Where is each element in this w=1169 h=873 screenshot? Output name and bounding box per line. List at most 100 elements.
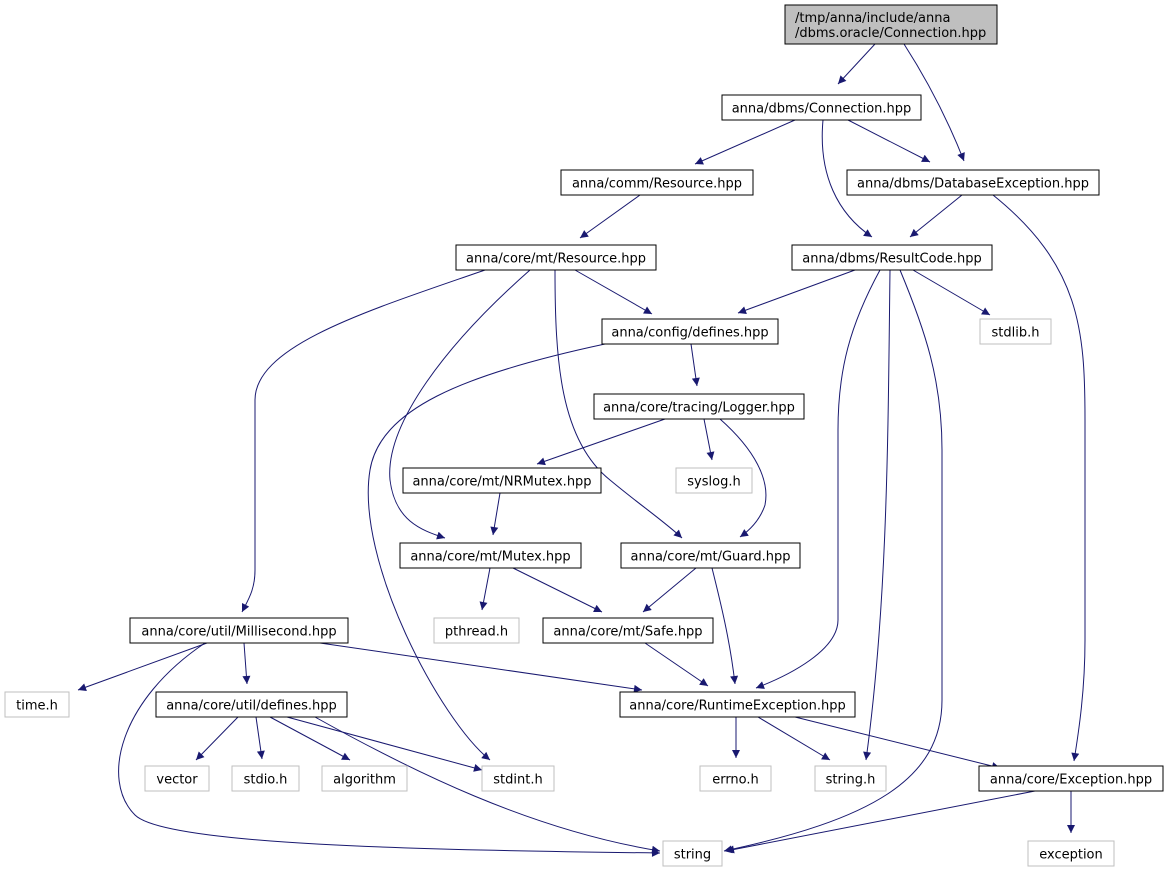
node-label: pthread.h bbox=[445, 625, 508, 640]
node-box bbox=[846, 169, 1100, 196]
node-util-defines[interactable]: anna/core/util/defines.hpp bbox=[155, 691, 348, 718]
node-pthread-h: pthread.h bbox=[433, 617, 520, 644]
node-label: anna/core/mt/NRMutex.hpp bbox=[412, 475, 591, 490]
edge-mt_mutex-to-pthread_h bbox=[479, 567, 491, 611]
edge-dbms_connection-to-dbms_dbexception bbox=[847, 119, 931, 163]
node-box bbox=[978, 765, 1164, 792]
node-box bbox=[699, 765, 772, 792]
edge-mt_resource-to-config_defines bbox=[574, 269, 653, 315]
edge-util_defines-to-algorithm bbox=[269, 716, 351, 761]
node-label: anna/dbms/ResultCode.hpp bbox=[802, 252, 981, 267]
node-box bbox=[402, 467, 602, 494]
edge-root-to-dbms_dbexception bbox=[903, 43, 965, 162]
node-label: anna/core/mt/Guard.hpp bbox=[631, 550, 791, 565]
edge-dbms_dbexception-to-dbms_resultcode bbox=[909, 194, 963, 238]
node-label: anna/core/mt/Mutex.hpp bbox=[410, 550, 570, 565]
node-label: stdint.h bbox=[493, 773, 542, 788]
node-label: /tmp/anna/include/anna bbox=[795, 11, 950, 26]
node-box bbox=[979, 318, 1052, 345]
edge-mt_resource-to-util_millisecond bbox=[241, 269, 486, 613]
edge-runtime_exception-to-core_exception bbox=[794, 716, 1001, 770]
node-box bbox=[399, 542, 582, 569]
node-box bbox=[481, 765, 555, 792]
node-label: vector bbox=[156, 773, 198, 788]
edge-mt_guard-to-runtime_exception bbox=[711, 567, 739, 685]
edge-mt_resource-to-mt_guard bbox=[554, 269, 683, 539]
node-box bbox=[231, 765, 300, 792]
node-label: syslog.h bbox=[687, 475, 740, 490]
node-label: anna/core/RuntimeException.hpp bbox=[629, 699, 845, 714]
node-label: anna/core/tracing/Logger.hpp bbox=[603, 401, 795, 416]
node-box bbox=[601, 318, 779, 345]
node-box bbox=[662, 840, 723, 867]
edge-runtime_exception-to-string_h bbox=[757, 716, 831, 761]
node-box bbox=[433, 617, 520, 644]
edge-dbms_resultcode-to-runtime_exception bbox=[755, 269, 881, 689]
node-mt-guard[interactable]: anna/core/mt/Guard.hpp bbox=[620, 542, 801, 569]
node-label: errno.h bbox=[712, 773, 759, 788]
edge-util_defines-to-stdint_h bbox=[286, 716, 483, 772]
edge-core_exception-to-string bbox=[725, 790, 1036, 854]
edge-tracing_logger-to-mt_nrmutex bbox=[536, 418, 666, 466]
node-box bbox=[791, 244, 993, 271]
node-config-defines[interactable]: anna/config/defines.hpp bbox=[601, 318, 779, 345]
node-core-exception[interactable]: anna/core/Exception.hpp bbox=[978, 765, 1164, 792]
edge-dbms_connection-to-comm_resource bbox=[694, 119, 796, 165]
edge-util_defines-to-stdio_h bbox=[255, 716, 265, 760]
node-box bbox=[814, 765, 887, 792]
node-box bbox=[619, 691, 856, 718]
node-tracing-logger[interactable]: anna/core/tracing/Logger.hpp bbox=[593, 393, 805, 420]
node-label: anna/config/defines.hpp bbox=[611, 326, 768, 341]
node-label: exception bbox=[1039, 848, 1103, 863]
node-label: anna/core/mt/Safe.hpp bbox=[553, 625, 702, 640]
node-label: string.h bbox=[826, 773, 876, 788]
node-string: string bbox=[662, 840, 723, 867]
node-util-millisecond[interactable]: anna/core/util/Millisecond.hpp bbox=[129, 617, 349, 644]
edge-mt_guard-to-mt_safe bbox=[642, 567, 697, 613]
node-box bbox=[560, 169, 754, 196]
node-comm-resource[interactable]: anna/comm/Resource.hpp bbox=[560, 169, 754, 196]
node-label: time.h bbox=[16, 699, 58, 714]
node-box bbox=[620, 542, 801, 569]
node-mt-safe[interactable]: anna/core/mt/Safe.hpp bbox=[542, 617, 714, 644]
edge-dbms_resultcode-to-config_defines bbox=[737, 269, 856, 314]
node-box bbox=[784, 4, 998, 45]
edge-mt_resource-to-mt_mutex bbox=[389, 269, 531, 540]
edges-layer bbox=[77, 43, 1086, 857]
node-errno-h: errno.h bbox=[699, 765, 772, 792]
edge-mt_safe-to-runtime_exception bbox=[644, 642, 709, 687]
edge-util_defines-to-vector bbox=[195, 716, 239, 761]
node-dbms-dbexception[interactable]: anna/dbms/DatabaseException.hpp bbox=[846, 169, 1100, 196]
edge-tracing_logger-to-syslog_h bbox=[703, 418, 715, 461]
node-runtime-exception[interactable]: anna/core/RuntimeException.hpp bbox=[619, 691, 856, 718]
edge-util_millisecond-to-string bbox=[118, 642, 661, 857]
node-stdlib-h: stdlib.h bbox=[979, 318, 1052, 345]
node-box bbox=[129, 617, 349, 644]
node-dbms-resultcode[interactable]: anna/dbms/ResultCode.hpp bbox=[791, 244, 993, 271]
node-box bbox=[721, 94, 922, 121]
edge-util_millisecond-to-time_h bbox=[77, 642, 208, 692]
node-dbms-connection[interactable]: anna/dbms/Connection.hpp bbox=[721, 94, 922, 121]
node-label: stdio.h bbox=[244, 773, 288, 788]
node-label: anna/comm/Resource.hpp bbox=[572, 177, 742, 192]
node-label: anna/core/util/defines.hpp bbox=[166, 699, 337, 714]
node-string-h: string.h bbox=[814, 765, 887, 792]
edge-config_defines-to-tracing_logger bbox=[690, 343, 700, 387]
node-label: anna/core/mt/Resource.hpp bbox=[466, 252, 646, 267]
node-mt-mutex[interactable]: anna/core/mt/Mutex.hpp bbox=[399, 542, 582, 569]
node-label: anna/core/Exception.hpp bbox=[990, 773, 1152, 788]
node-box bbox=[321, 765, 408, 792]
node-label: string bbox=[674, 848, 711, 863]
node-box bbox=[455, 244, 657, 271]
node-label: anna/dbms/DatabaseException.hpp bbox=[857, 177, 1089, 192]
edge-dbms_resultcode-to-string bbox=[723, 269, 943, 854]
node-box bbox=[675, 467, 753, 494]
node-box bbox=[593, 393, 805, 420]
node-time-h: time.h bbox=[4, 691, 70, 718]
node-box bbox=[4, 691, 70, 718]
edge-dbms_resultcode-to-stdlib_h bbox=[912, 269, 991, 316]
node-label: algorithm bbox=[333, 773, 396, 788]
node-mt-nrmutex[interactable]: anna/core/mt/NRMutex.hpp bbox=[402, 467, 602, 494]
node-mt-resource[interactable]: anna/core/mt/Resource.hpp bbox=[455, 244, 657, 271]
